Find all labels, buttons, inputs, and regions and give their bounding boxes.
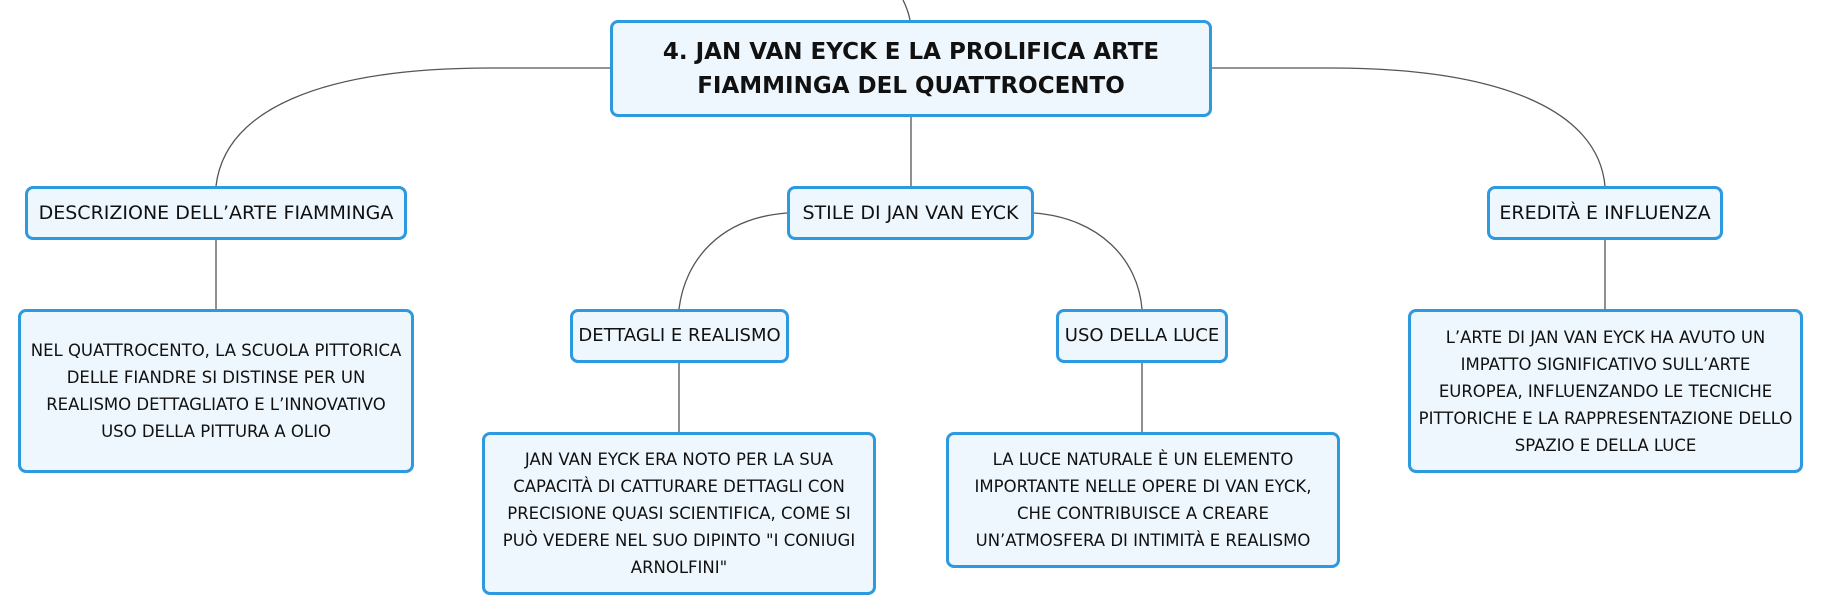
topic-label: EREDITÀ E INFLUENZA	[1499, 202, 1711, 224]
topic-uso-della-luce[interactable]: USO DELLA LUCE	[1056, 309, 1228, 363]
topic-text: LA LUCE NATURALE È UN ELEMENTO IMPORTANT…	[974, 450, 1312, 550]
topic-dettagli-realismo[interactable]: DETTAGLI E REALISMO	[570, 309, 789, 363]
root-topic[interactable]: 4. JAN VAN EYCK E LA PROLIFICA ARTE FIAM…	[610, 20, 1212, 117]
topic-text: NEL QUATTROCENTO, LA SCUOLA PITTORICA DE…	[30, 341, 402, 441]
topic-luce-text[interactable]: LA LUCE NATURALE È UN ELEMENTO IMPORTANT…	[946, 432, 1340, 568]
root-topic-label: 4. JAN VAN EYCK E LA PROLIFICA ARTE FIAM…	[662, 38, 1160, 99]
topic-label: STILE DI JAN VAN EYCK	[802, 202, 1019, 224]
connector-parent-to-root	[902, 0, 911, 21]
connector-stile-to-luce	[1033, 212, 1143, 310]
topic-label: USO DELLA LUCE	[1064, 325, 1220, 346]
topic-stile-jan-van-eyck[interactable]: STILE DI JAN VAN EYCK	[787, 186, 1034, 240]
connector-root-to-eredita	[1212, 67, 1606, 187]
topic-text: L’ARTE DI JAN VAN EYCK HA AVUTO UN IMPAT…	[1418, 327, 1793, 455]
topic-descrizione-text[interactable]: NEL QUATTROCENTO, LA SCUOLA PITTORICA DE…	[18, 309, 414, 473]
topic-text: JAN VAN EYCK ERA NOTO PER LA SUA CAPACIT…	[502, 450, 856, 577]
connector-root-to-descrizione	[215, 67, 610, 187]
topic-eredita-influenza[interactable]: EREDITÀ E INFLUENZA	[1487, 186, 1723, 240]
topic-label: DESCRIZIONE DELL’ARTE FIAMMINGA	[38, 202, 394, 224]
topic-eredita-text[interactable]: L’ARTE DI JAN VAN EYCK HA AVUTO UN IMPAT…	[1408, 309, 1803, 473]
connector-stile-to-dettagli	[678, 212, 788, 310]
topic-descrizione-arte-fiamminga[interactable]: DESCRIZIONE DELL’ARTE FIAMMINGA	[25, 186, 407, 240]
topic-dettagli-text[interactable]: JAN VAN EYCK ERA NOTO PER LA SUA CAPACIT…	[482, 432, 876, 595]
topic-label: DETTAGLI E REALISMO	[578, 325, 781, 346]
